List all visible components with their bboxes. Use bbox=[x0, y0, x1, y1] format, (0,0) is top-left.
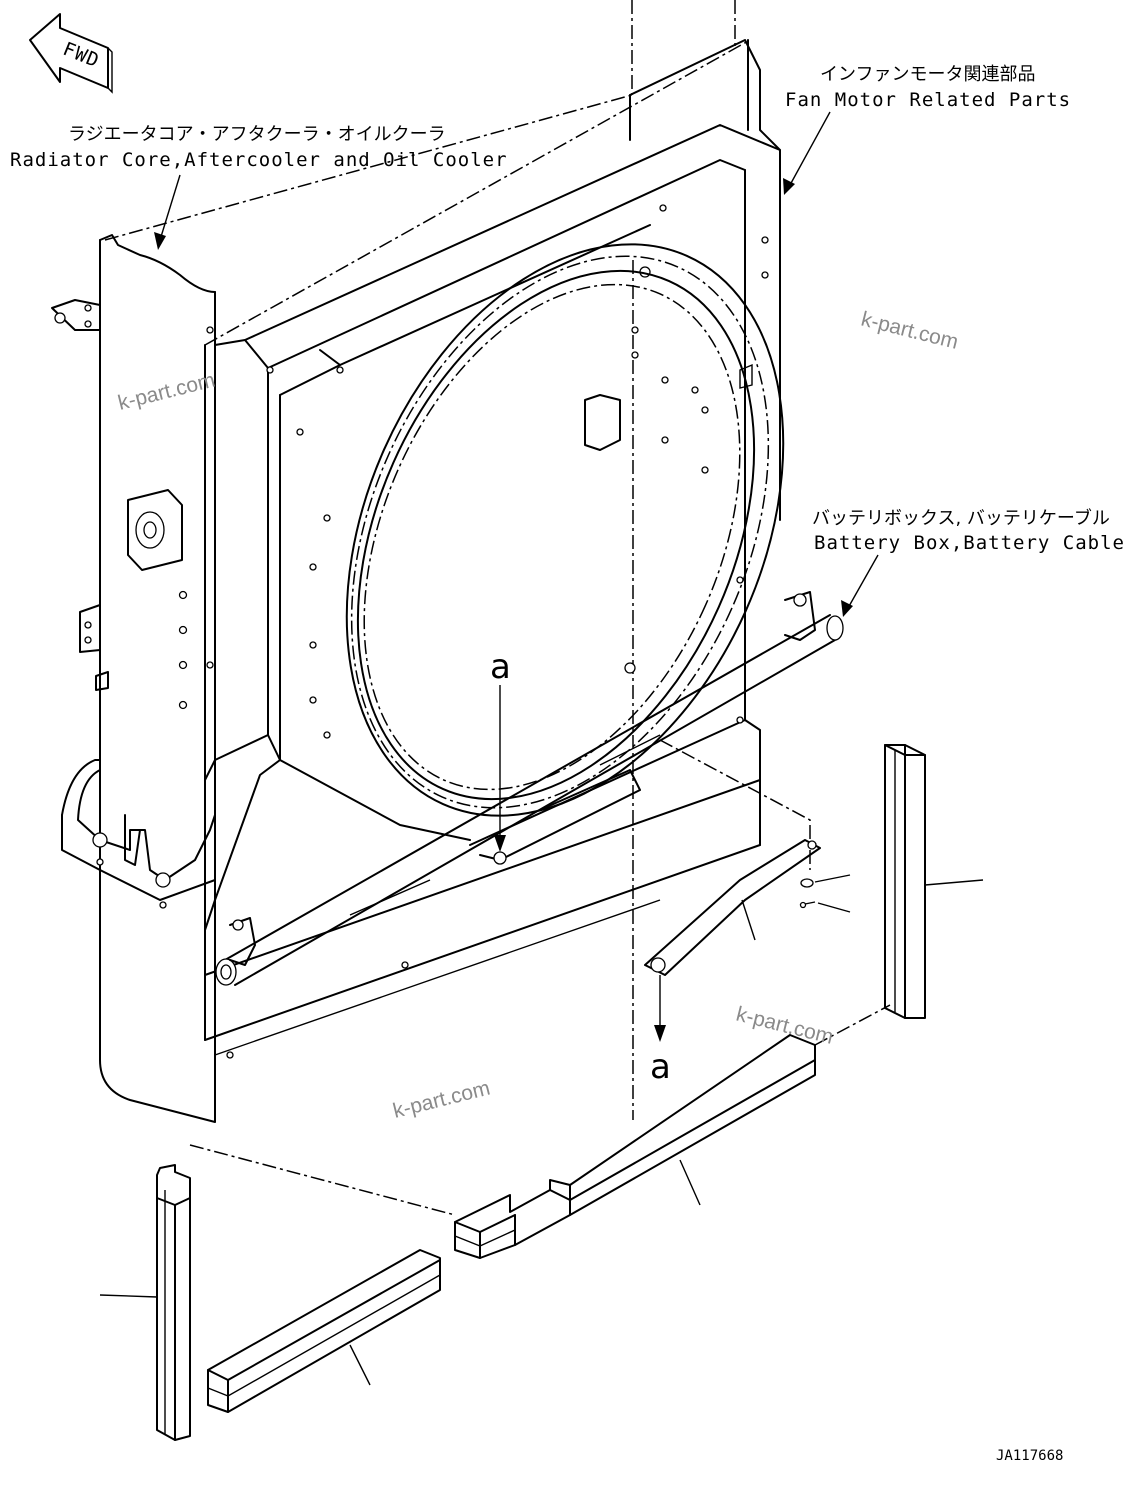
watermark: k-part.com bbox=[391, 1077, 493, 1123]
radiator-side-frame bbox=[51, 234, 216, 1123]
watermark: k-part.com bbox=[116, 369, 218, 415]
ref-arrow-bottom: a bbox=[650, 975, 671, 1087]
watermark: k-part.com bbox=[734, 1003, 836, 1049]
battery-label-en: Battery Box,Battery Cable bbox=[814, 532, 1125, 554]
callout-leader-radiator bbox=[154, 174, 181, 250]
battery-cable-bar bbox=[215, 591, 844, 986]
fan-label-jp: インファンモータ関連部品 bbox=[820, 64, 1035, 85]
seal-bottom-long bbox=[454, 1034, 816, 1259]
ref-mark-bottom: a bbox=[650, 1047, 671, 1087]
radiator-label-jp: ラジエータコア・アフタクーラ・オイルクーラ bbox=[68, 124, 446, 145]
watermark: k-part.com bbox=[859, 308, 961, 354]
seal-left-vertical bbox=[99, 1164, 191, 1441]
ref-mark-top: a bbox=[490, 647, 511, 687]
drawing-code: JA117668 bbox=[996, 1448, 1063, 1464]
seal-bottom-short bbox=[207, 1249, 441, 1413]
fan-ring bbox=[345, 243, 785, 865]
fan-shroud bbox=[204, 39, 781, 1121]
battery-label-jp: バッテリボックス, バッテリケーブル bbox=[812, 507, 1110, 529]
fan-label-en: Fan Motor Related Parts bbox=[785, 89, 1071, 111]
callout-leader-battery bbox=[841, 554, 879, 617]
center-lines bbox=[104, 0, 891, 1216]
ref-arrow-top: a bbox=[490, 647, 511, 852]
fwd-arrow-icon: FWD bbox=[29, 13, 113, 94]
removable-stay bbox=[644, 839, 851, 976]
radiator-label-en: Radiator Core,Aftercooler and Oil Cooler bbox=[10, 149, 508, 171]
callout-leader-fan bbox=[783, 111, 831, 195]
seal-right-vertical bbox=[884, 744, 984, 1019]
